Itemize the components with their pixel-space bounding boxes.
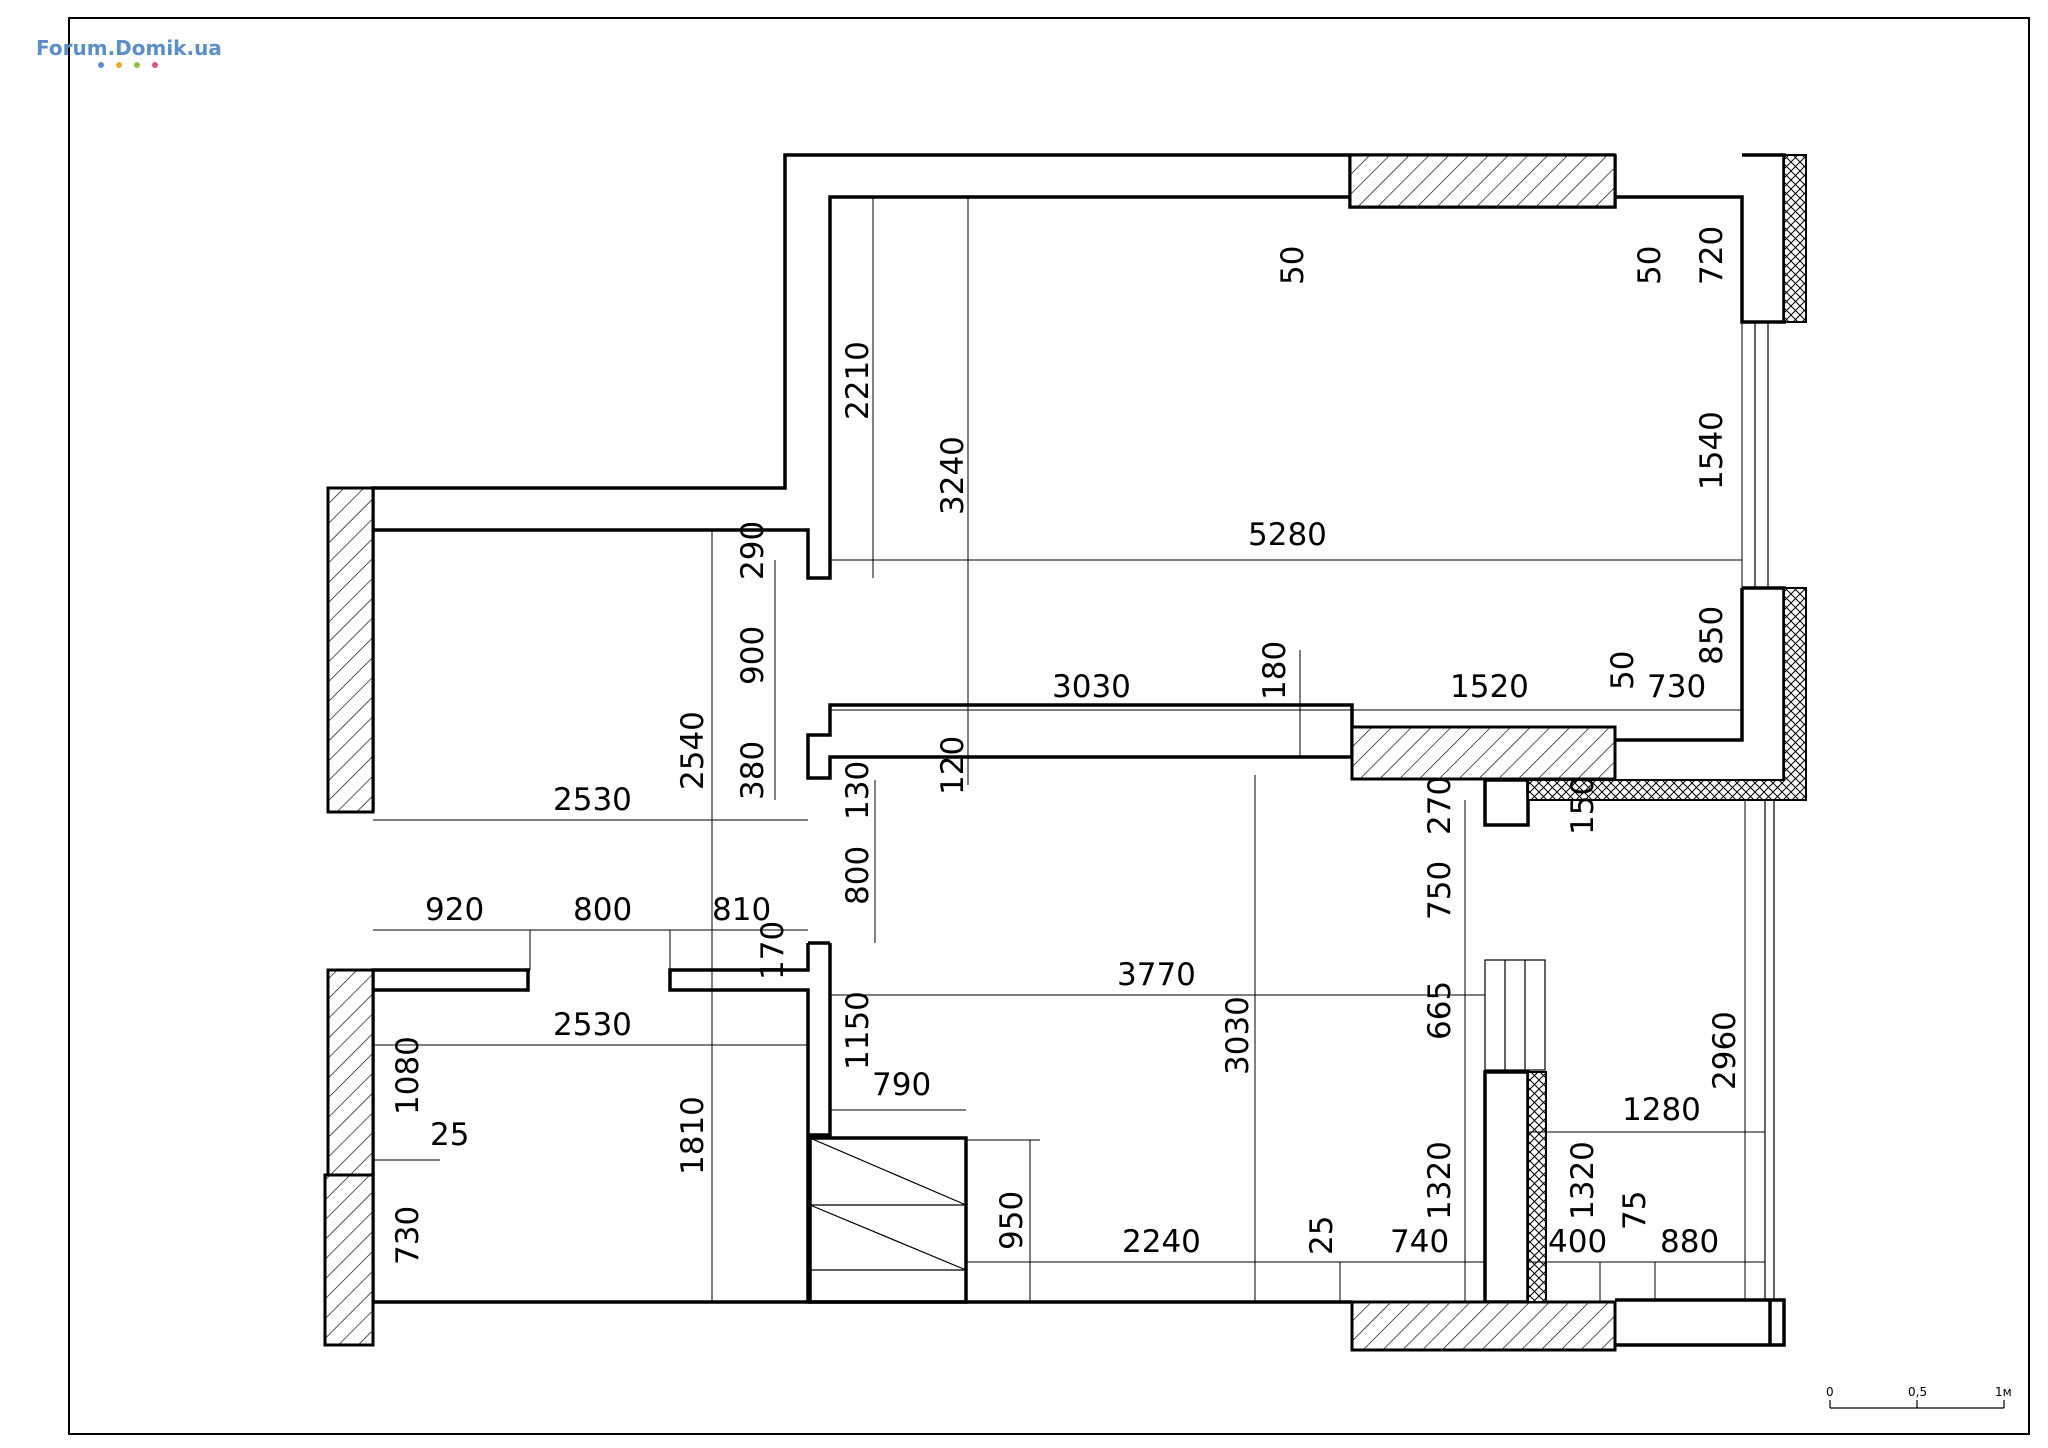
dim-label: 950 [994, 1191, 1030, 1250]
dim-label: 25 [430, 1117, 469, 1153]
dimension-lines [373, 197, 1765, 1302]
dim-label: 1280 [1622, 1092, 1701, 1128]
lower-partition [1483, 1070, 1530, 1304]
watermark-dot [116, 62, 122, 68]
top-window-block [1348, 153, 1617, 209]
dim-label: 5280 [1248, 517, 1327, 553]
left-wall-bottom-block [323, 1173, 375, 1347]
sheet-frame [68, 17, 2030, 1435]
walls [371, 153, 1786, 1347]
dim-label: 850 [1694, 606, 1730, 665]
dim-label: 750 [1422, 861, 1458, 920]
dim-label: 790 [872, 1067, 931, 1103]
dimension-labels: 50 50 720 2210 3240 1540 5280 290 850 90… [390, 226, 1743, 1265]
scale-label-start: 0 [1826, 1385, 1834, 1399]
dim-label: 740 [1390, 1224, 1449, 1260]
left-wall-lower-block [326, 968, 375, 1177]
dim-label: 400 [1548, 1224, 1607, 1260]
scale-label-end: 1м [1995, 1385, 2012, 1399]
middle-partition [806, 703, 1354, 780]
dim-label: 810 [712, 892, 771, 928]
dim-label: 50 [1632, 246, 1668, 285]
dim-label: 1810 [675, 1096, 711, 1175]
dim-label: 150 [1565, 776, 1601, 835]
mid-window-block [1350, 725, 1617, 781]
dim-label: 120 [935, 736, 971, 795]
dim-label: 730 [390, 1206, 426, 1265]
dim-label: 130 [840, 761, 876, 820]
dim-label: 380 [735, 741, 771, 800]
dim-label: 25 [1304, 1216, 1340, 1255]
dim-label: 900 [735, 626, 771, 685]
dim-label: 3030 [1052, 669, 1131, 705]
dim-label: 730 [1647, 669, 1706, 705]
watermark: Forum.Domik.ua [36, 36, 222, 68]
dim-label: 1320 [1565, 1141, 1601, 1220]
notch [1483, 778, 1530, 827]
dim-label: 180 [1257, 641, 1293, 700]
wardrobe [808, 1136, 968, 1304]
crosshatch-lower [1527, 1071, 1547, 1303]
dim-label: 800 [573, 892, 632, 928]
dim-label: 720 [1694, 226, 1730, 285]
dim-label: 170 [755, 921, 791, 980]
upper-outer-wall [371, 153, 1617, 812]
watermark-dot [152, 62, 158, 68]
bottom-window-block [1350, 1300, 1617, 1352]
dim-label: 920 [425, 892, 484, 928]
hatched-elements [323, 153, 1807, 1352]
dim-label: 1320 [1422, 1141, 1458, 1220]
dim-label: 2530 [553, 1007, 632, 1043]
upper-inner-wall [373, 153, 1786, 580]
dim-label: 800 [840, 846, 876, 905]
dim-label: 290 [735, 521, 771, 580]
dim-label: 3240 [935, 436, 971, 515]
dim-label: 50 [1605, 651, 1641, 690]
watermark-dot [134, 62, 140, 68]
dim-label: 665 [1422, 981, 1458, 1040]
crosshatch-right [1527, 587, 1807, 801]
dim-label: 3030 [1220, 996, 1256, 1075]
dim-label: 75 [1617, 1191, 1653, 1230]
dim-label: 2960 [1707, 1011, 1743, 1090]
watermark-text: Forum.Domik.ua [36, 36, 222, 60]
glass-panel [1484, 959, 1546, 1071]
dim-label: 2530 [553, 782, 632, 818]
dim-label: 1080 [390, 1036, 426, 1115]
wardrobe-lines [809, 1137, 967, 1271]
dim-label: 270 [1422, 776, 1458, 835]
dim-label: 1150 [840, 991, 876, 1070]
dim-label: 880 [1660, 1224, 1719, 1260]
dim-label: 1540 [1694, 411, 1730, 490]
scale-bar: 0 0,5 1м [1826, 1385, 2012, 1409]
dim-label: 2240 [1122, 1224, 1201, 1260]
watermark-dot [98, 62, 104, 68]
left-wall-upper-block [326, 486, 375, 814]
scale-label-mid: 0,5 [1908, 1385, 1927, 1399]
dim-label: 2540 [675, 711, 711, 790]
dim-label: 1520 [1450, 669, 1529, 705]
dim-label: 2210 [840, 341, 876, 420]
lower-right-walls [808, 941, 1786, 1347]
crosshatch-top [1783, 154, 1807, 323]
dim-label: 3770 [1117, 957, 1196, 993]
dim-label: 50 [1275, 246, 1311, 285]
